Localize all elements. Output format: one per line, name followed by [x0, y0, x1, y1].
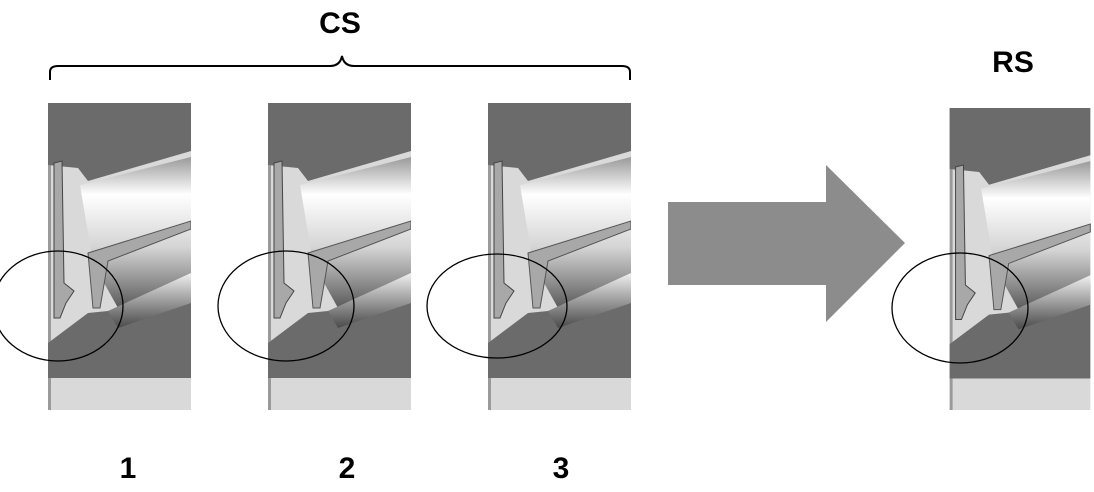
seal-highlight-3	[426, 253, 568, 359]
variant-label-2: 2	[339, 452, 356, 485]
bearing-rs	[949, 108, 1091, 410]
variant-label-3: 3	[553, 452, 570, 485]
seal-highlight-rs	[891, 252, 1029, 364]
rs-label: RS	[992, 46, 1034, 79]
cs-label: CS	[319, 7, 361, 40]
variant-label-1: 1	[120, 452, 137, 485]
seal-highlight-1	[0, 250, 124, 362]
bearing-variant-3	[488, 103, 631, 410]
cs-group-brace	[49, 55, 631, 80]
arrow-icon	[668, 165, 905, 322]
bearing-variant-2	[268, 103, 411, 410]
seal-highlight-2	[217, 250, 355, 362]
bearing-variant-1	[48, 103, 191, 410]
